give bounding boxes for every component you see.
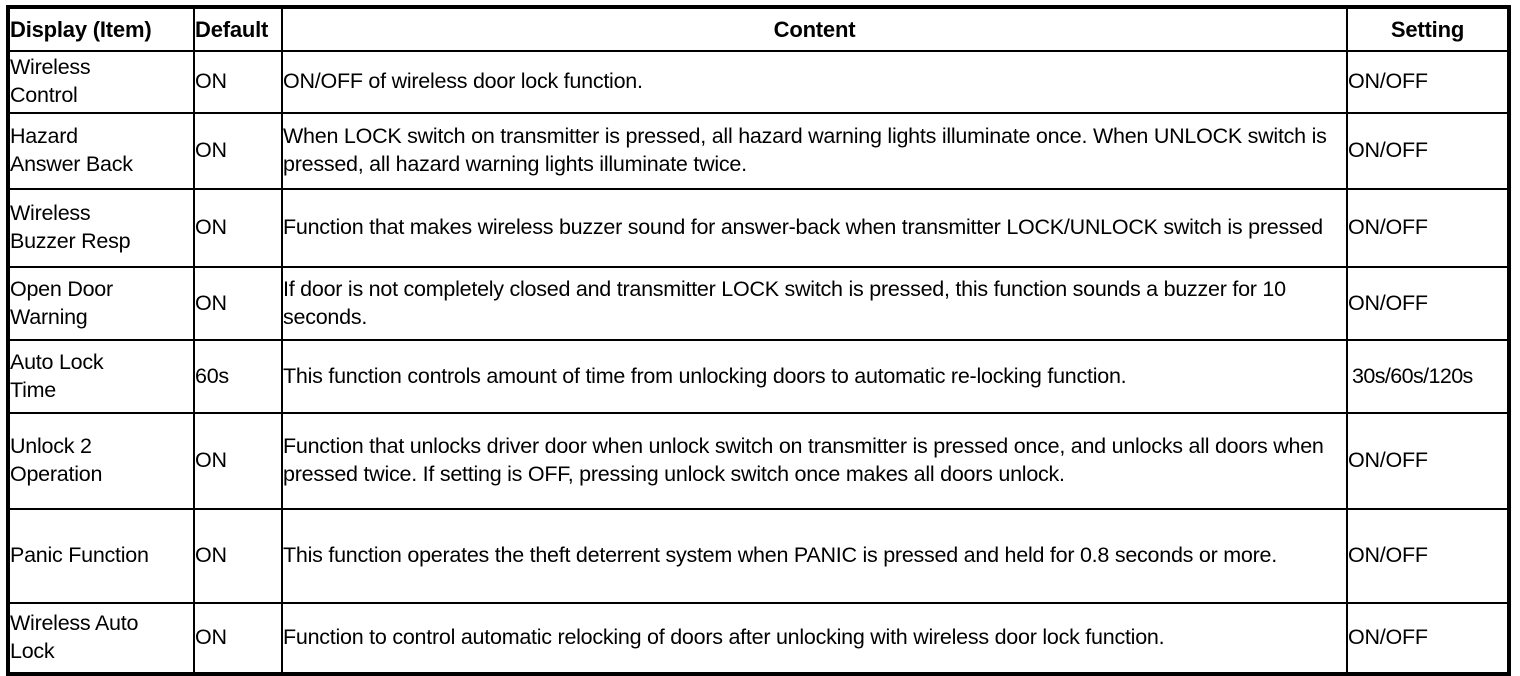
display-item-label: Panic Function xyxy=(10,543,149,568)
cell-content-description: This function operates the theft deterre… xyxy=(281,508,1348,604)
table-row: Auto Lock Time 60s This function control… xyxy=(7,339,1510,414)
table-header: Display (Item) Default Content Setting xyxy=(7,6,1510,52)
content-description-text: Function that unlocks driver door when u… xyxy=(283,434,1324,486)
table-row: Wireless Auto Lock ON Function to contro… xyxy=(7,602,1510,675)
cell-content-description: Function that makes wireless buzzer soun… xyxy=(281,188,1348,268)
cell-content-description: This function controls amount of time fr… xyxy=(281,339,1348,414)
display-item-label: Wireless Auto Lock xyxy=(10,611,139,663)
content-description-text: This function controls amount of time fr… xyxy=(283,363,1127,388)
table-row: Open Door Warning ON If door is not comp… xyxy=(7,266,1510,341)
cell-default-value: ON xyxy=(193,266,283,341)
cell-default-value: ON xyxy=(193,112,283,190)
content-description-text: When LOCK switch on transmitter is press… xyxy=(283,124,1327,176)
cell-setting-options: ON/OFF xyxy=(1346,412,1510,510)
display-item-label: Open Door Warning xyxy=(10,276,113,329)
cell-default-value: ON xyxy=(193,508,283,604)
table-row: Unlock 2 Operation ON Function that unlo… xyxy=(7,412,1510,510)
cell-content-description: When LOCK switch on transmitter is press… xyxy=(281,112,1348,190)
display-item-label: Unlock 2 Operation xyxy=(10,434,103,486)
column-header-setting: Setting xyxy=(1346,6,1510,52)
cell-setting-options: ON/OFF xyxy=(1346,50,1510,114)
cell-display-item: Open Door Warning xyxy=(7,266,195,341)
column-header-display-item: Display (Item) xyxy=(7,6,195,52)
settings-table-container: Display (Item) Default Content Setting W… xyxy=(6,5,1511,676)
column-header-content: Content xyxy=(281,6,1348,52)
display-item-label: Wireless Buzzer Resp xyxy=(10,201,131,253)
display-item-label: Auto Lock Time xyxy=(10,349,104,402)
cell-default-value: ON xyxy=(193,602,283,675)
table-body: Wireless Control ON ON/OFF of wireless d… xyxy=(7,50,1510,675)
cell-content-description: If door is not completely closed and tra… xyxy=(281,266,1348,341)
cell-setting-options: ON/OFF xyxy=(1346,266,1510,341)
content-description-text: Function to control automatic relocking … xyxy=(283,625,1165,650)
wireless-door-lock-settings-table: Display (Item) Default Content Setting W… xyxy=(6,5,1511,676)
cell-default-value: ON xyxy=(193,188,283,268)
cell-setting-options: 30s/60s/120s xyxy=(1346,339,1510,414)
content-description-text: Function that makes wireless buzzer soun… xyxy=(283,215,1323,240)
display-item-label: Wireless Control xyxy=(10,55,91,107)
cell-setting-options: ON/OFF xyxy=(1346,602,1510,675)
table-row: Wireless Control ON ON/OFF of wireless d… xyxy=(7,50,1510,114)
cell-display-item: Auto Lock Time xyxy=(7,339,195,414)
cell-setting-options: ON/OFF xyxy=(1346,112,1510,190)
cell-setting-options: ON/OFF xyxy=(1346,188,1510,268)
cell-content-description: Function to control automatic relocking … xyxy=(281,602,1348,675)
content-description-text: If door is not completely closed and tra… xyxy=(283,276,1286,329)
table-row: Hazard Answer Back ON When LOCK switch o… xyxy=(7,112,1510,190)
cell-display-item: Panic Function xyxy=(7,508,195,604)
content-description-text: ON/OFF of wireless door lock function. xyxy=(283,69,643,94)
cell-display-item: Wireless Control xyxy=(7,50,195,114)
cell-content-description: Function that unlocks driver door when u… xyxy=(281,412,1348,510)
table-row: Wireless Buzzer Resp ON Function that ma… xyxy=(7,188,1510,268)
cell-display-item: Unlock 2 Operation xyxy=(7,412,195,510)
column-header-default: Default xyxy=(193,6,283,52)
table-row: Panic Function ON This function operates… xyxy=(7,508,1510,604)
display-item-label: Hazard Answer Back xyxy=(10,124,133,176)
cell-display-item: Wireless Auto Lock xyxy=(7,602,195,675)
cell-content-description: ON/OFF of wireless door lock function. xyxy=(281,50,1348,114)
cell-default-value: ON xyxy=(193,412,283,510)
cell-default-value: 60s xyxy=(193,339,283,414)
cell-setting-options: ON/OFF xyxy=(1346,508,1510,604)
table-header-row: Display (Item) Default Content Setting xyxy=(7,6,1510,52)
cell-display-item: Hazard Answer Back xyxy=(7,112,195,190)
content-description-text: This function operates the theft deterre… xyxy=(283,543,1277,568)
cell-display-item: Wireless Buzzer Resp xyxy=(7,188,195,268)
cell-default-value: ON xyxy=(193,50,283,114)
